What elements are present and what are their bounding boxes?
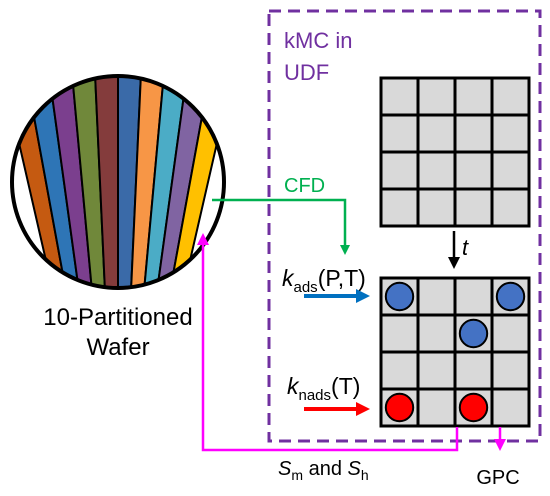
wafer-partition [22, 76, 82, 288]
grid-cell [379, 76, 420, 117]
grid-cell [416, 276, 457, 317]
cfd-connector-arrow [212, 198, 350, 255]
grid-cell [490, 113, 531, 154]
adsorbed-molecule [495, 281, 526, 312]
wafer-partition [93, 76, 119, 288]
grid-cell [416, 113, 457, 154]
wafer-partition [117, 76, 143, 288]
grid-cell [416, 313, 457, 354]
udf-label-line1: kMC in [284, 28, 352, 53]
grid-cell [453, 187, 494, 228]
grid-cell [379, 150, 420, 191]
wafer-label-line2: Wafer [86, 334, 149, 361]
grid-cell [490, 76, 531, 117]
wafer [10, 74, 226, 290]
grid-cell [490, 187, 531, 228]
wafer-partition [154, 76, 214, 288]
grid-cell [416, 150, 457, 191]
udf-box [267, 9, 542, 443]
grid-cell [379, 113, 420, 154]
non-adsorbed-molecule [384, 392, 415, 423]
grid-cell [490, 350, 531, 391]
kmc-grid-initial [379, 76, 531, 228]
wafer-partition [46, 76, 94, 288]
grid-cell [379, 313, 420, 354]
non-adsorbed-molecule [458, 392, 489, 423]
grid-cell [453, 150, 494, 191]
grid-cell [416, 76, 457, 117]
grid-cell [490, 313, 531, 354]
wafer-label-line1: 10-Partitioned [43, 304, 192, 331]
grid-cell [453, 76, 494, 117]
knads-label: knads(T) [287, 373, 360, 404]
kads-label: kads(P,T) [282, 265, 366, 296]
adsorbed-molecule [384, 281, 415, 312]
wafer-partition [129, 76, 167, 288]
grid-cell [453, 113, 494, 154]
kmc-grid-evolved [379, 276, 531, 428]
grid-cell [379, 187, 420, 228]
feedback-arrow [197, 233, 459, 452]
grid-cell [490, 150, 531, 191]
grid-cell [453, 350, 494, 391]
gpc-label: GPC [476, 467, 519, 489]
grid-cell [416, 387, 457, 428]
grid-cell [490, 387, 531, 428]
grid-cell [416, 187, 457, 228]
wafer-partition [142, 76, 190, 288]
cfd-label: CFD [284, 175, 325, 197]
grid-cell [416, 350, 457, 391]
grid-cell [379, 350, 420, 391]
feedback-label: Sm and Sh [278, 458, 369, 483]
time-label: t [462, 235, 469, 260]
grid-cell [453, 276, 494, 317]
adsorbed-molecule [458, 318, 489, 349]
udf-label-line2: UDF [284, 60, 329, 85]
